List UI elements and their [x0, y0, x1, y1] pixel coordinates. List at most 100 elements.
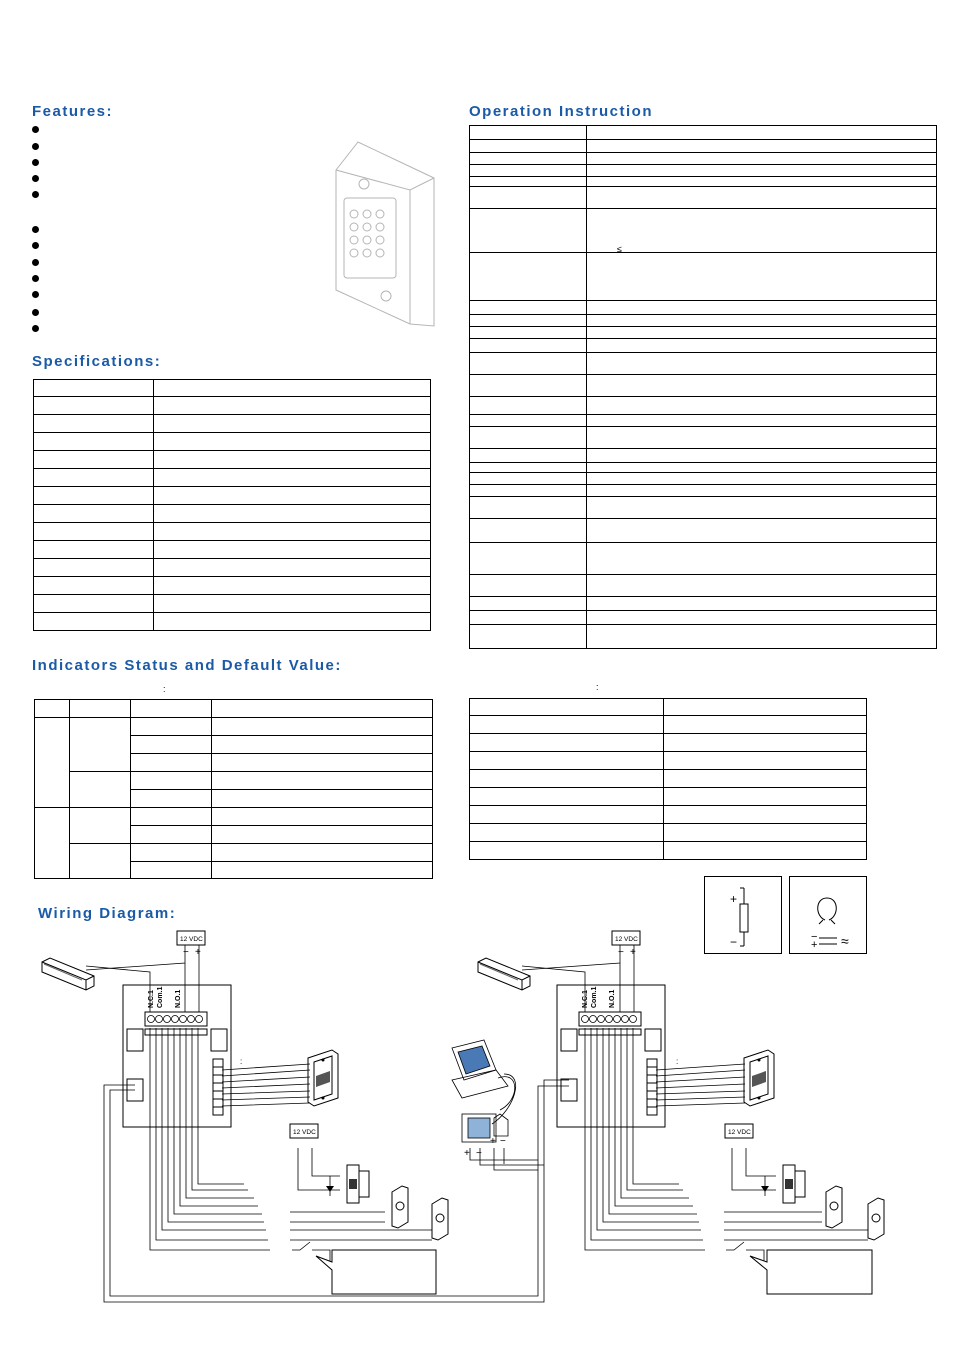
table-row [33, 612, 431, 631]
reader-colon-right: : [676, 1057, 678, 1066]
table-row [469, 841, 867, 860]
svg-text:+: + [464, 1148, 470, 1159]
table-cell [153, 540, 431, 559]
svg-text:+: + [490, 1136, 496, 1147]
terminal-com-left: Com.1 [157, 987, 164, 1009]
table-row [33, 540, 431, 559]
table-row [469, 733, 867, 752]
table-row [469, 426, 937, 449]
table-row [469, 805, 867, 824]
table-cell [586, 610, 937, 625]
table-row [33, 576, 431, 595]
table-cell [663, 841, 867, 860]
table-cell [586, 624, 937, 649]
table-cell [153, 576, 431, 595]
power-plus-right: + [630, 947, 636, 958]
reader-colon-left: : [240, 1057, 242, 1066]
table-cell [469, 805, 664, 824]
ac-plus: + [811, 939, 817, 951]
table-cell [663, 787, 867, 806]
table-row [469, 823, 867, 842]
table-cell [469, 139, 587, 153]
indicators-note-left: : [163, 684, 166, 694]
power-supply-label-left: 12 VDC [180, 936, 203, 943]
table-cell [469, 841, 664, 860]
table-row [469, 610, 937, 625]
table-row [33, 504, 431, 523]
table-row [33, 414, 431, 433]
table-row [469, 125, 937, 140]
table-cell [469, 352, 587, 375]
table-row [469, 300, 937, 315]
table-row [469, 484, 937, 497]
table-cell [469, 596, 587, 611]
table-cell [153, 558, 431, 577]
table-cell [33, 504, 154, 523]
diode-plus: + [730, 892, 737, 906]
table-cell [663, 805, 867, 824]
table-cell [469, 338, 587, 353]
feature-bullet [32, 143, 39, 150]
features-heading: Features: [32, 103, 114, 120]
table-row [33, 432, 431, 451]
table-row [469, 186, 937, 209]
table-cell [586, 326, 937, 339]
table-cell [469, 769, 664, 788]
table-cell [469, 496, 587, 519]
table-cell [153, 432, 431, 451]
table-cell [33, 522, 154, 541]
table-row [469, 596, 937, 611]
lock-power-label-left: 12 VDC [293, 1129, 316, 1136]
feature-bullet [32, 159, 39, 166]
wiring-heading: Wiring Diagram: [38, 905, 177, 922]
table-row [469, 374, 937, 397]
terminal-nc-right: N.C.1 [582, 990, 589, 1008]
table-cell [33, 379, 154, 397]
terminal-no-left: N.O.1 [175, 990, 182, 1008]
table-cell [586, 252, 937, 301]
table-cell [33, 450, 154, 469]
table-cell [469, 542, 587, 575]
diode-minus: − [730, 935, 737, 949]
table-cell [469, 462, 587, 473]
indicators-note-right: : [596, 682, 599, 692]
table-cell [663, 769, 867, 788]
specifications-table [33, 379, 431, 631]
table-cell [586, 462, 937, 473]
table-cell [469, 448, 587, 463]
ac-legend: − + ≈ [789, 876, 867, 954]
table-row [469, 338, 937, 353]
table-row [469, 352, 937, 375]
table-cell [33, 486, 154, 505]
table-cell [33, 432, 154, 451]
table-cell [469, 751, 664, 770]
table-row [469, 252, 937, 301]
table-cell [469, 426, 587, 449]
feature-bullet [32, 291, 39, 298]
table-row [469, 314, 937, 327]
table-row [469, 751, 867, 770]
lock-power-supply-right [724, 1123, 754, 1139]
table-cell [469, 374, 587, 397]
power-plus-left: + [195, 947, 201, 958]
table-row [469, 176, 937, 187]
indicators-heading: Indicators Status and Default Value: [32, 657, 342, 674]
table-cell [663, 733, 867, 752]
terminal-no-right: N.O.1 [609, 990, 616, 1008]
pc-connection: + − + − [451, 1039, 544, 1171]
table-cell [469, 125, 587, 140]
feature-bullet [32, 242, 39, 249]
table-row [469, 448, 937, 463]
feature-bullet [32, 325, 39, 332]
table-cell [586, 596, 937, 611]
table-cell [33, 558, 154, 577]
svg-text:−: − [500, 1136, 506, 1147]
feature-bullet [32, 126, 39, 133]
operation-le-symbol: ≤ [617, 244, 622, 254]
table-cell [469, 414, 587, 427]
table-cell [33, 612, 154, 631]
ac-symbol: ≈ [841, 933, 849, 949]
table-row [33, 486, 431, 505]
table-row [469, 698, 867, 716]
feature-bullet [32, 259, 39, 266]
